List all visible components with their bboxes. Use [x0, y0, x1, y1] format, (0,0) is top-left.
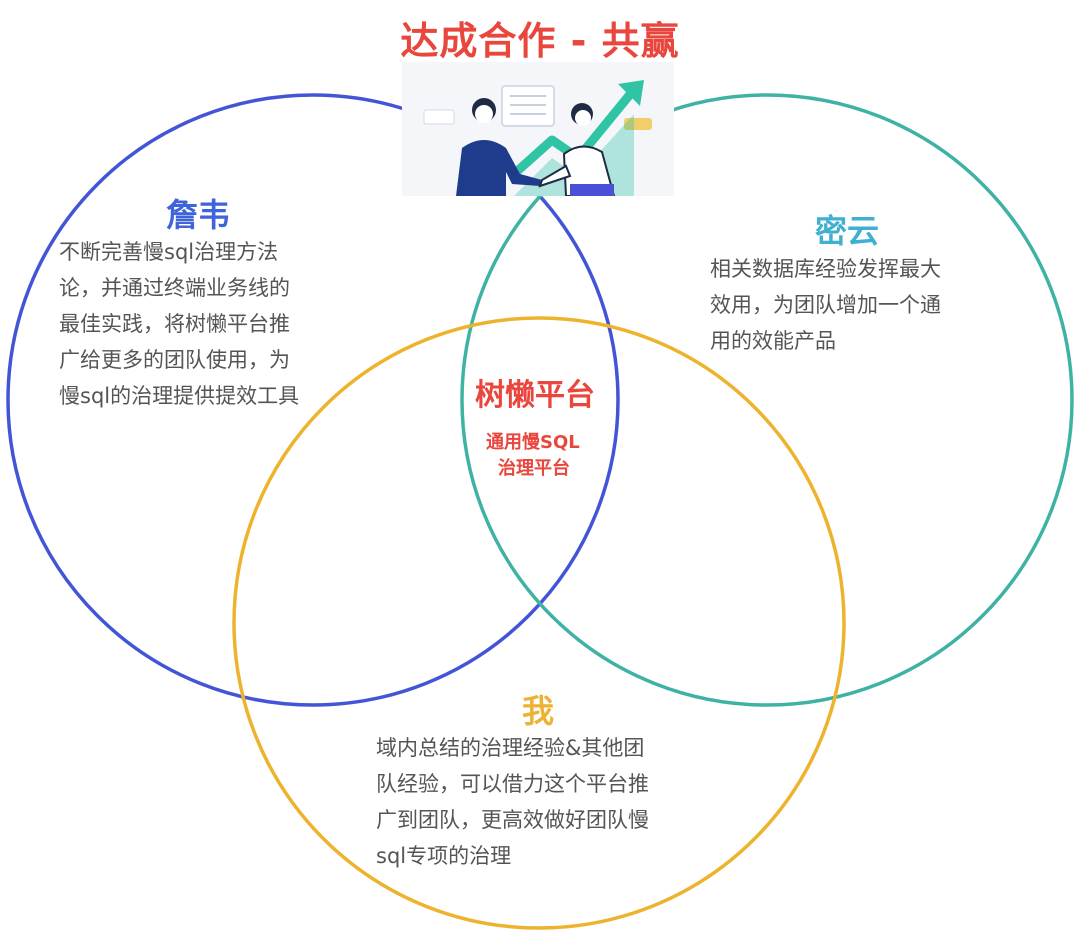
- description-line: 不断完善慢sql治理方法: [59, 240, 279, 264]
- bottom-circle: [232, 316, 846, 930]
- description-line: 域内总结的治理经验&其他团: [376, 736, 645, 760]
- description-line: 队经验，可以借力这个平台推: [376, 772, 649, 796]
- left-party-description: 不断完善慢sql治理方法 论，并通过终端业务线的 最佳实践，将树懒平台推 广给更…: [59, 234, 299, 414]
- right-circle: [460, 93, 1074, 707]
- handshake-growth-illustration: [402, 62, 674, 196]
- right-party-name: 密云: [815, 212, 880, 250]
- description-line: sql专项的治理: [376, 844, 512, 868]
- description-line: 效用，为团队增加一个通: [710, 293, 941, 317]
- center-platform-subtitle-line: 通用慢SQL: [486, 432, 580, 453]
- description-line: 慢sql的治理提供提效工具: [59, 384, 300, 408]
- left-party-name: 詹韦: [166, 196, 231, 234]
- right-party-description: 相关数据库经验发挥最大 效用，为团队增加一个通 用的效能产品: [710, 251, 941, 359]
- description-line: 论，并通过终端业务线的: [59, 276, 290, 300]
- bottom-party-name: 我: [522, 692, 555, 730]
- center-platform-name: 树懒平台: [475, 378, 595, 413]
- center-platform-subtitle-line: 治理平台: [498, 458, 570, 479]
- bottom-party-description: 域内总结的治理经验&其他团 队经验，可以借力这个平台推 广到团队，更高效做好团队…: [376, 730, 649, 874]
- description-line: 广给更多的团队使用，为: [59, 348, 290, 372]
- description-line: 最佳实践，将树懒平台推: [59, 312, 290, 336]
- description-line: 用的效能产品: [710, 329, 836, 353]
- left-circle: [6, 93, 620, 707]
- description-line: 广到团队，更高效做好团队慢: [376, 808, 649, 832]
- diagram-title: 达成合作 - 共赢: [400, 19, 680, 63]
- description-line: 相关数据库经验发挥最大: [710, 257, 941, 281]
